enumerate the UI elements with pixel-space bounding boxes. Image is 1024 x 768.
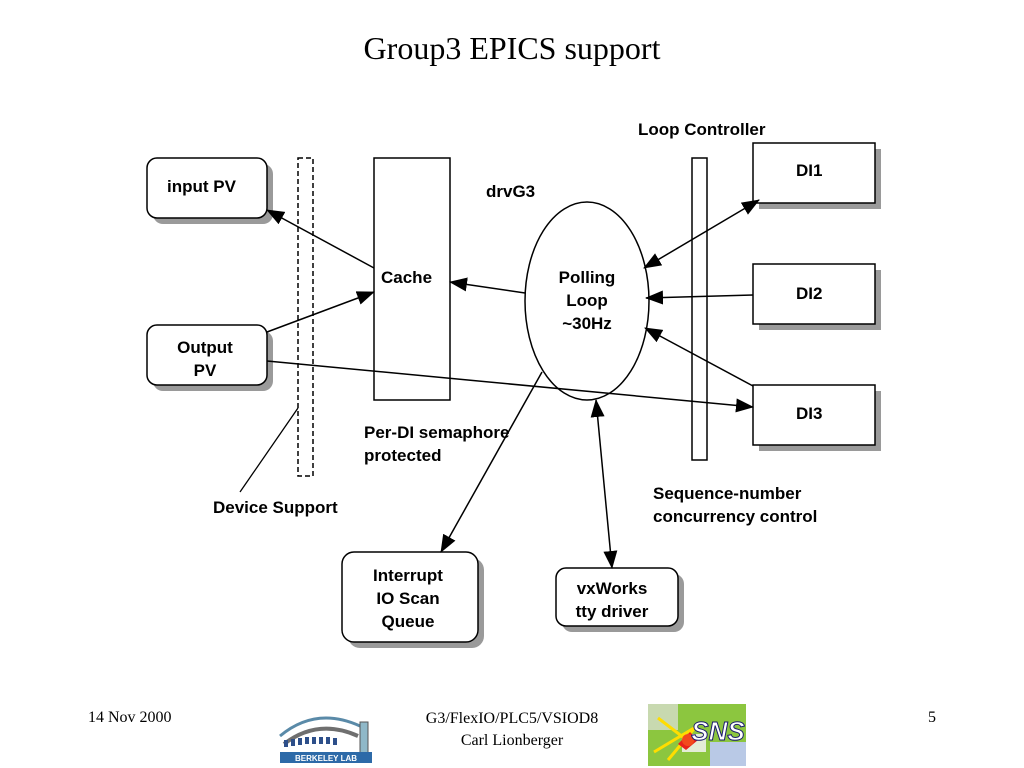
footer-title: G3/FlexIO/PLC5/VSIOD8 [425, 710, 599, 727]
pointer-device-support [239, 407, 299, 493]
input-pv-label: input PV [167, 177, 236, 196]
device-support-label: Device Support [213, 498, 338, 517]
sns-logo-text: SNS [691, 716, 745, 746]
di3-label: DI3 [796, 404, 823, 423]
cache-box [373, 157, 451, 401]
interrupt-queue-label: Interrupt IO Scan Queue [373, 566, 443, 631]
slide-title: Group3 EPICS support [363, 30, 661, 66]
arrow-cache-to-input-pv [266, 209, 375, 269]
arrow-loop-to-interrupt [440, 371, 543, 553]
sns-logo: SNS [648, 704, 746, 766]
footer-date: 14 Nov 2000 [88, 709, 172, 726]
arrow-di2-to-loop [645, 290, 754, 305]
input-pv-box [146, 157, 268, 219]
di1-box [752, 142, 876, 204]
footer-page-number: 5 [928, 709, 936, 726]
footer-center: G3/FlexIO/PLC5/VSIOD8 Carl Lionberger [380, 708, 644, 752]
arrow-output-pv-to-cache [266, 291, 375, 333]
berkeley-lab-logo-text: BERKELEY LAB [295, 754, 357, 763]
berkeley-lab-logo: BERKELEY LAB [279, 716, 372, 763]
loop-controller-bar [691, 157, 708, 461]
loop-controller-label: Loop Controller [638, 120, 766, 139]
polling-loop-label: Polling Loop ~30Hz [558, 268, 616, 333]
di3-box [752, 384, 876, 446]
arrow-loop-di1 [643, 199, 760, 269]
drvg3-label: drvG3 [486, 182, 536, 201]
cache-label: Cache [381, 268, 433, 287]
interrupt-queue-box [341, 551, 479, 643]
per-di-semaphore-label: Per-DI semaphore protected [364, 423, 510, 465]
output-pv-box [146, 324, 268, 386]
di1-label: DI1 [796, 161, 823, 180]
di2-label: DI2 [796, 284, 823, 303]
output-pv-label: Output PV [177, 338, 233, 380]
arrow-output-pv-to-di3 [266, 360, 754, 413]
sequence-number-label: Sequence-number concurrency control [653, 484, 818, 526]
vxworks-label: vxWorks tty driver [575, 579, 649, 621]
footer-author: Carl Lionberger [460, 732, 564, 749]
arrow-di3-to-loop [644, 327, 754, 387]
arrow-loop-vxworks [590, 399, 618, 569]
arrow-loop-to-cache [449, 277, 526, 294]
di2-box [752, 263, 876, 325]
